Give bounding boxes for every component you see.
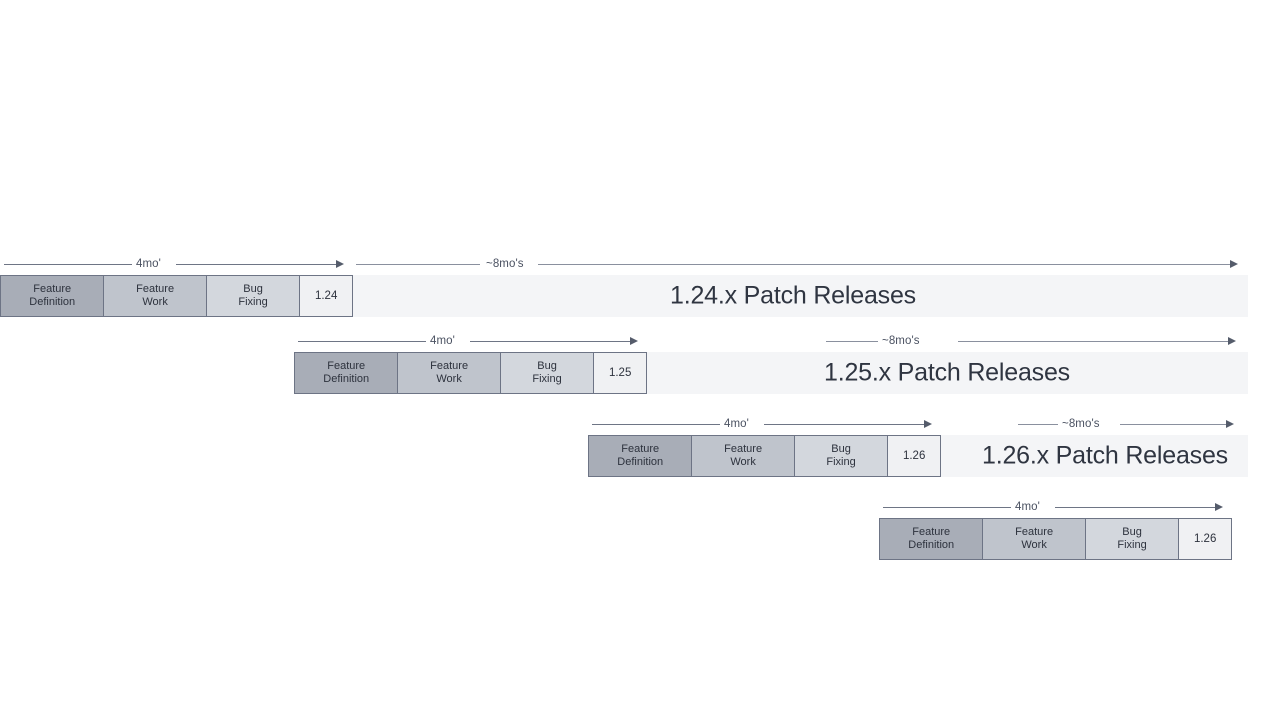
arrow-line-left	[356, 264, 480, 265]
phase-bug-fixing: Bug Fixing	[206, 276, 301, 316]
arrow-line-left	[298, 341, 426, 342]
release-row-1-26: 4mo' ~8mo's 1.26.x Patch Releases Featur…	[0, 415, 1280, 485]
phase-boxes-1-24: Feature Definition Feature Work Bug Fixi…	[0, 275, 353, 317]
phase-label-line2: Definition	[323, 373, 370, 385]
arrow-line-right	[470, 341, 632, 342]
phase-bug-fixing: Bug Fixing	[500, 353, 595, 393]
phase-label-line2: Work	[730, 456, 756, 468]
phase-boxes-1-25: Feature Definition Feature Work Bug Fixi…	[294, 352, 647, 394]
phase-label-line1: Bug	[831, 443, 851, 455]
phase-feature-definition: Feature Definition	[1, 276, 105, 316]
arrow-line-right	[958, 341, 1230, 342]
arrow-head-right	[1215, 503, 1223, 511]
version-box: 1.24	[300, 276, 352, 316]
phase-label-line1: Feature	[1015, 526, 1054, 538]
phase-feature-definition: Feature Definition	[880, 519, 984, 559]
phase-label-line1: Feature	[621, 443, 660, 455]
phase-label-line2: Fixing	[1117, 539, 1147, 551]
phase-boxes-1-27: Feature Definition Feature Work Bug Fixi…	[879, 518, 1232, 560]
dev-arrow-1-27: 4mo'	[879, 498, 1231, 516]
phase-feature-work: Feature Work	[692, 436, 795, 476]
arrow-line-left	[883, 507, 1011, 508]
phase-label-line2: Definition	[617, 456, 664, 468]
phase-label-line1: Feature	[327, 360, 366, 372]
arrow-line-right	[176, 264, 338, 265]
patch-release-label: 1.26.x Patch Releases	[982, 441, 1228, 470]
phase-feature-work: Feature Work	[983, 519, 1086, 559]
patch-arrow-1-26: ~8mo's	[940, 415, 1248, 433]
arrow-head-right	[1226, 420, 1234, 428]
version-label: 1.26	[902, 449, 926, 462]
phase-label-line2: Definition	[908, 539, 955, 551]
phase-bug-fixing: Bug Fixing	[1085, 519, 1180, 559]
phase-label-line1: Bug	[243, 283, 263, 295]
dev-duration-label: 4mo'	[1015, 501, 1040, 513]
arrow-line-left	[592, 424, 720, 425]
arrow-line-right	[764, 424, 926, 425]
patch-release-label: 1.24.x Patch Releases	[670, 281, 916, 310]
arrow-head-right	[1228, 337, 1236, 345]
arrow-head-right	[1230, 260, 1238, 268]
phase-label-line2: Work	[436, 373, 462, 385]
arrow-head-right	[630, 337, 638, 345]
patch-release-band-1-25: 1.25.x Patch Releases	[646, 352, 1248, 394]
arrow-line-right	[538, 264, 1232, 265]
phase-label-line2: Fixing	[238, 296, 268, 308]
arrow-line-left	[4, 264, 132, 265]
phase-boxes-1-26: Feature Definition Feature Work Bug Fixi…	[588, 435, 941, 477]
dev-arrow-1-24: 4mo'	[0, 255, 352, 273]
phase-label-line2: Fixing	[826, 456, 856, 468]
phase-feature-work: Feature Work	[104, 276, 207, 316]
arrow-line-right	[1055, 507, 1217, 508]
phase-label-line1: Feature	[430, 360, 469, 372]
phase-bug-fixing: Bug Fixing	[794, 436, 889, 476]
dev-duration-label: 4mo'	[136, 258, 161, 270]
arrow-line-right	[1120, 424, 1228, 425]
phase-label-line1: Feature	[136, 283, 175, 295]
dev-duration-label: 4mo'	[724, 418, 749, 430]
arrow-line-left	[826, 341, 878, 342]
patch-arrow-1-25: ~8mo's	[646, 332, 1248, 350]
dev-duration-label: 4mo'	[430, 335, 455, 347]
version-label: 1.25	[608, 366, 632, 379]
patch-duration-label: ~8mo's	[882, 335, 920, 347]
phase-label-line2: Work	[142, 296, 168, 308]
version-box: 1.26	[1179, 519, 1231, 559]
dev-arrow-1-26: 4mo'	[588, 415, 940, 433]
version-box: 1.26	[888, 436, 940, 476]
phase-label-line1: Feature	[912, 526, 951, 538]
patch-release-band-1-24: 1.24.x Patch Releases	[352, 275, 1248, 317]
version-label: 1.24	[314, 289, 338, 302]
patch-arrow-1-24: ~8mo's	[352, 255, 1248, 273]
phase-feature-work: Feature Work	[398, 353, 501, 393]
patch-release-label: 1.25.x Patch Releases	[824, 358, 1070, 387]
phase-label-line2: Fixing	[532, 373, 562, 385]
patch-duration-label: ~8mo's	[1062, 418, 1100, 430]
release-row-1-25: 4mo' ~8mo's 1.25.x Patch Releases Featur…	[0, 332, 1280, 402]
phase-label-line1: Feature	[33, 283, 72, 295]
version-box: 1.25	[594, 353, 646, 393]
patch-release-band-1-26: 1.26.x Patch Releases	[940, 435, 1248, 477]
release-row-1-24: 4mo' ~8mo's 1.24.x Patch Releases Featur…	[0, 255, 1280, 325]
patch-duration-label: ~8mo's	[486, 258, 524, 270]
phase-feature-definition: Feature Definition	[589, 436, 693, 476]
arrow-head-right	[336, 260, 344, 268]
dev-arrow-1-25: 4mo'	[294, 332, 646, 350]
version-label: 1.26	[1193, 532, 1217, 545]
arrow-head-right	[924, 420, 932, 428]
release-row-1-27: 4mo' Feature Definition Feature Work Bug…	[0, 498, 1280, 568]
phase-label-line2: Definition	[29, 296, 76, 308]
arrow-line-left	[1018, 424, 1058, 425]
phase-label-line1: Bug	[537, 360, 557, 372]
phase-label-line1: Bug	[1122, 526, 1142, 538]
phase-label-line2: Work	[1021, 539, 1047, 551]
phase-feature-definition: Feature Definition	[295, 353, 399, 393]
phase-label-line1: Feature	[724, 443, 763, 455]
